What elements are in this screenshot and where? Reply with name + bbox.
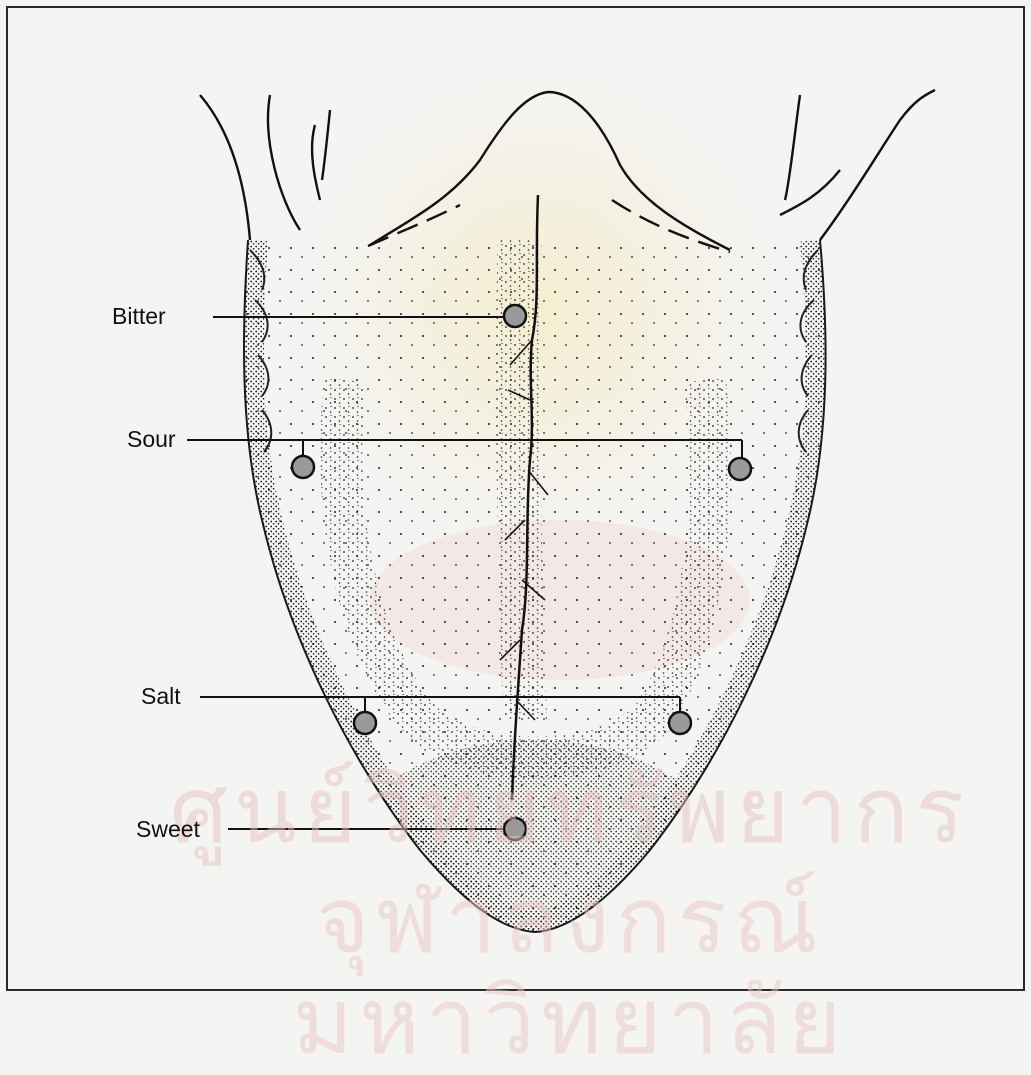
tongue-taste-diagram: ศูนย์วิทยทรัพยากร จุฬาลงกรณ์มหาวิทยาลัย … <box>0 0 1031 997</box>
bitter-marker <box>504 305 526 327</box>
salt-label: Salt <box>141 685 181 708</box>
sour-label: Sour <box>127 428 176 451</box>
sour-right-marker <box>729 458 751 480</box>
salt-right-marker <box>669 712 691 734</box>
bitter-label: Bitter <box>112 305 166 328</box>
watermark-line-1: ศูนย์วิทยทรัพยากร <box>140 760 1000 861</box>
salt-left-marker <box>354 712 376 734</box>
sour-left-marker <box>292 456 314 478</box>
sweet-label: Sweet <box>136 818 200 841</box>
watermark-line-2: จุฬาลงกรณ์มหาวิทยาลัย <box>140 870 1000 1072</box>
